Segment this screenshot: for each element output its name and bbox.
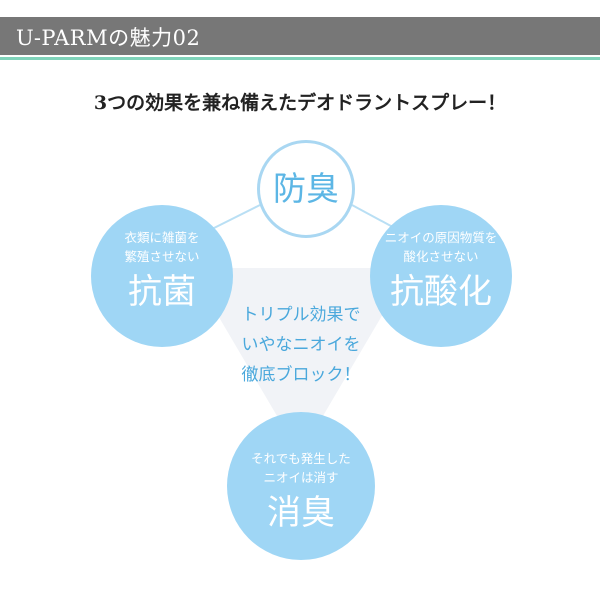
- effect-title: 抗酸化: [390, 272, 492, 312]
- center-line2: いやなニオイを: [241, 335, 361, 355]
- center-line3: 徹底ブロック！: [241, 365, 361, 385]
- effect-desc-line2: 繁殖させない: [124, 249, 200, 264]
- effect-desc-line2: ニオイは消す: [263, 470, 339, 485]
- effect-desc-line1: 衣類に雑菌を: [124, 230, 200, 245]
- effect-desc-line1: それでも発生した: [251, 451, 351, 466]
- effect-title: 消臭: [267, 493, 335, 533]
- header-title: U-PARMの魅力02: [16, 26, 201, 50]
- center-line1: トリプル効果で: [241, 305, 361, 325]
- header-accent-line: [0, 57, 600, 60]
- center-triangle: [190, 268, 410, 455]
- effect-desc-line2: 酸化させない: [403, 249, 479, 264]
- center-message: トリプル効果で いやなニオイを 徹底ブロック！: [200, 300, 402, 390]
- effect-circle-deodorant-prevent: 防臭: [257, 140, 355, 238]
- header-bar: U-PARMの魅力02: [0, 17, 600, 55]
- headline: 3つの効果を兼ね備えたデオドラントスプレー！: [93, 92, 507, 114]
- effect-title: 抗菌: [128, 272, 196, 312]
- effect-circle-antibacterial: 衣類に雑菌を 繁殖させない 抗菌: [91, 205, 233, 347]
- effect-desc-line1: ニオイの原因物質を: [384, 230, 498, 245]
- effect-title: 防臭: [273, 169, 339, 208]
- effect-circle-deodorize: それでも発生した ニオイは消す 消臭: [227, 412, 375, 560]
- effect-circle-antioxidant: ニオイの原因物質を 酸化させない 抗酸化: [370, 205, 512, 347]
